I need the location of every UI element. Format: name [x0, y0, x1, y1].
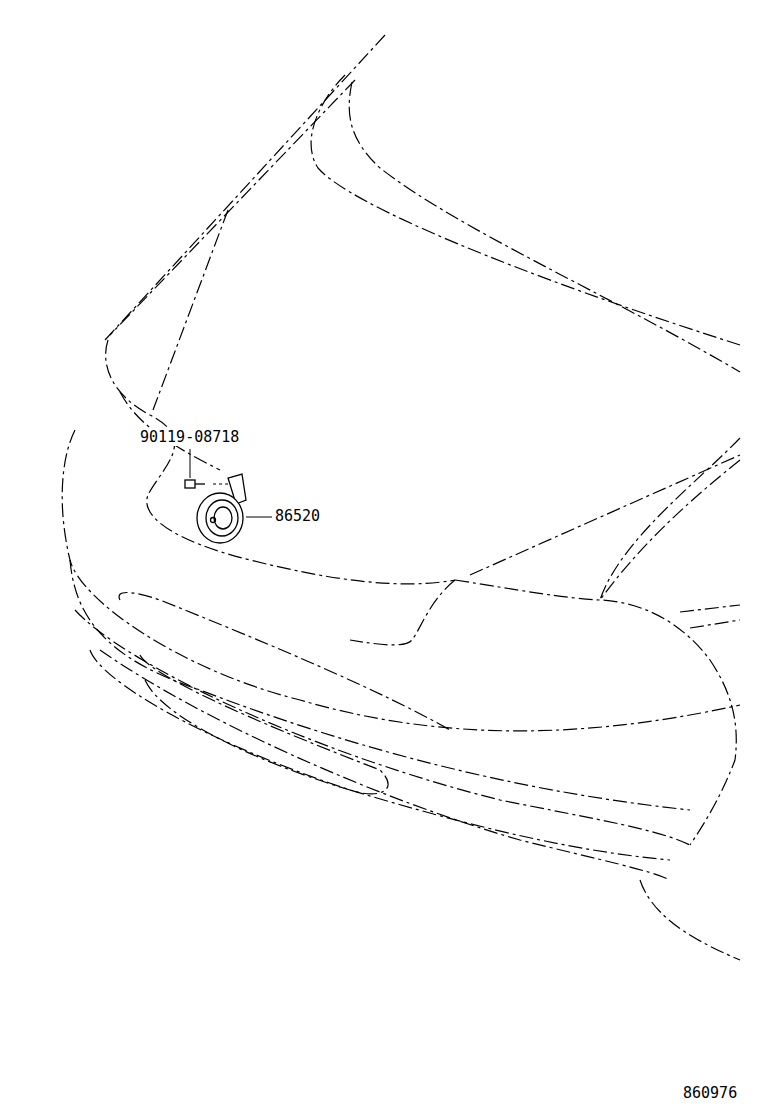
part-number: 86520	[274, 507, 321, 525]
diagram-number: 860976	[682, 1084, 738, 1102]
part-number: 90119-08718	[139, 428, 240, 446]
